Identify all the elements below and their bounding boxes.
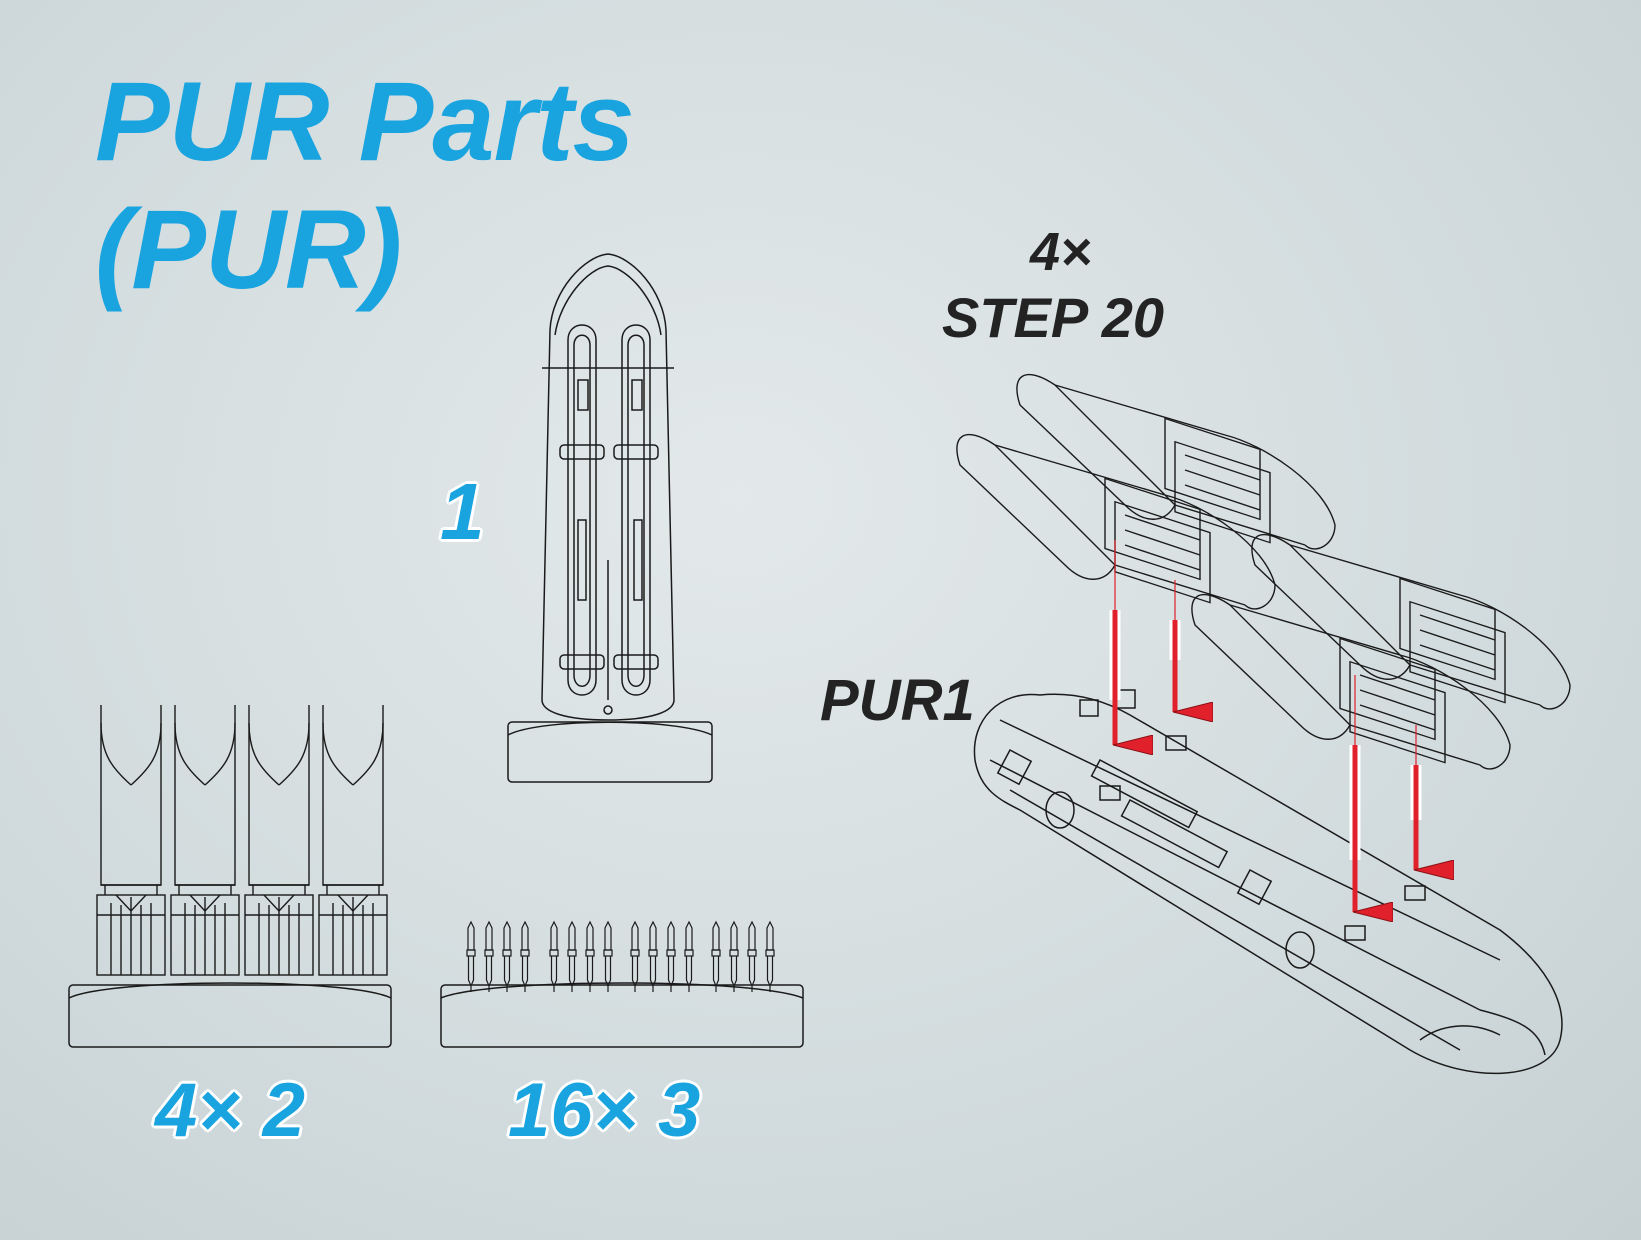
page-title: PUR Parts (PUR) <box>95 58 635 314</box>
part-1-pylon <box>507 253 713 783</box>
arrow-4 <box>1410 725 1420 870</box>
arrow-2 <box>1169 580 1179 712</box>
title-line-2: (PUR) <box>95 187 402 312</box>
part-1-label: 1 <box>440 467 485 556</box>
part-3-mini-rockets <box>440 921 804 1048</box>
part-3-label: 16× 3 <box>508 1068 701 1153</box>
launcher-pods-step-20 <box>956 373 1571 770</box>
part-2-label: 4× 2 <box>155 1068 306 1153</box>
step-count-label: 4× <box>1030 222 1092 282</box>
assembly-label: PUR1 <box>820 668 975 733</box>
title-line-1: PUR Parts <box>95 59 635 184</box>
arrow-1 <box>1109 540 1119 745</box>
step-reference-label: STEP 20 <box>942 286 1165 349</box>
arrow-3 <box>1349 675 1359 912</box>
pur1-pylon <box>973 689 1563 1075</box>
placement-arrows <box>1109 540 1420 912</box>
part-2-rockets <box>68 704 392 1048</box>
